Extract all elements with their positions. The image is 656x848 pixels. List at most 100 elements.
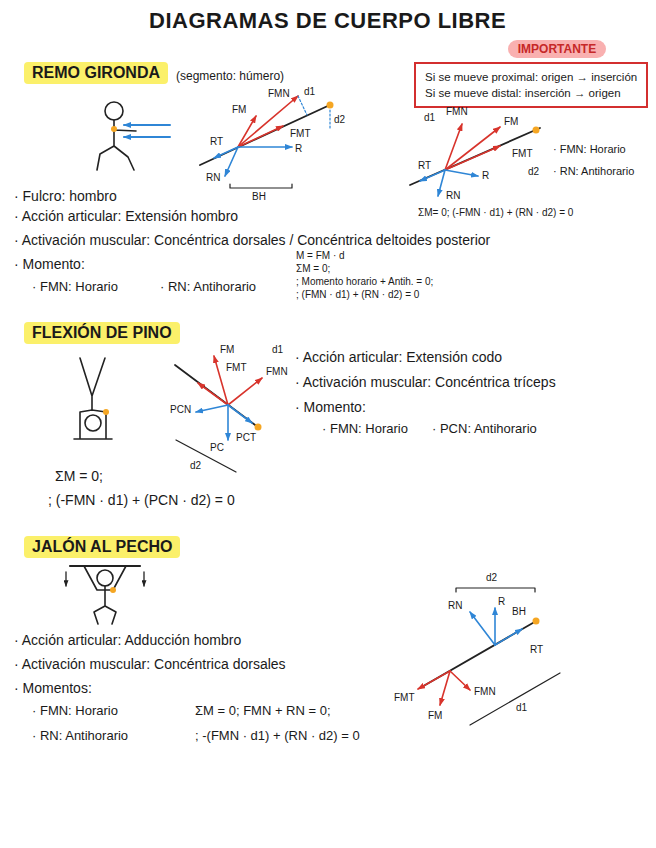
note-text: ΣM = 0; FMN + RN = 0;	[195, 704, 331, 719]
diagram-label: FM	[232, 104, 246, 116]
diagram-label: FMT	[290, 128, 311, 140]
note-text: ΣM = 0;	[55, 468, 103, 484]
diagram-label: FMT	[512, 148, 533, 160]
note-text: · Acción articular: Extensión hombro	[14, 208, 238, 224]
diagram-label: d2	[334, 114, 345, 126]
figure-body	[97, 120, 136, 170]
diagram-label: RN	[446, 190, 460, 202]
figure-head	[105, 102, 123, 120]
diagram-label: RN	[206, 172, 220, 184]
diagram-label: RT	[418, 160, 431, 172]
muscle-vectors	[445, 124, 500, 170]
muscle-vectors	[238, 96, 298, 147]
muscle-vectors	[198, 356, 262, 405]
diagram-label: ; Momento horario + Antih. = 0;	[296, 276, 433, 288]
muscle-vectors	[418, 671, 470, 705]
diagram-label: · RN: Antihorario	[553, 165, 634, 178]
note-text: · Acción articular: Adducción hombro	[14, 632, 241, 648]
force-arrow	[450, 671, 470, 690]
note-text: · FMN: Horario	[32, 704, 118, 719]
force-arrow	[238, 146, 292, 148]
heading-text: REMO GIRONDA	[32, 64, 160, 81]
diagram-label: RN	[448, 600, 462, 612]
force-arrow	[495, 629, 522, 645]
diagram-label: d2	[190, 460, 201, 472]
lever-arm	[298, 96, 307, 115]
force-arrow	[438, 170, 445, 196]
important-note-box: IMPORTANTESi se mueve proximal: origen →…	[414, 62, 648, 108]
note-text: · FMN: Horario	[322, 422, 408, 437]
diagram-label: d1	[516, 702, 527, 714]
dimension-bracket	[470, 673, 560, 725]
diagram-label: FM	[428, 710, 442, 722]
note-text: · Fulcro: hombro	[14, 188, 117, 204]
fulcrum-dot	[110, 587, 116, 593]
diagram-label: PCN	[170, 404, 191, 416]
diagram-label: · FMN: Horario	[553, 143, 626, 156]
force-arrow	[238, 96, 298, 147]
diagram-label: FMN	[268, 88, 290, 100]
figure-body	[80, 358, 105, 410]
figure-head	[85, 415, 101, 431]
note-text: · Activación muscular: Concéntrica tríce…	[295, 374, 556, 390]
note-text: · Momento:	[14, 256, 85, 272]
figure-head	[97, 570, 113, 586]
note-text: · FMN: Horario	[32, 280, 118, 295]
force-arrow	[440, 671, 450, 705]
down-arrow	[143, 572, 144, 586]
diagram-label: FMT	[226, 362, 247, 374]
fulcrum-dot	[533, 618, 540, 625]
segment-line	[175, 365, 258, 427]
diagram-label: M = FM · d	[296, 250, 345, 262]
diagram-label: FMN	[474, 686, 496, 698]
note-text: · Momento:	[295, 399, 366, 415]
note-text: ; (-FMN · d1) + (PCN · d2) = 0	[48, 492, 235, 508]
force-arrow	[445, 146, 500, 170]
pulldown-bar	[70, 565, 140, 567]
diagram-label: R	[498, 596, 505, 608]
note-text: ; -(FMN · d1) + (RN · d2) = 0	[195, 729, 360, 744]
diagram-label: d2	[486, 572, 497, 584]
force-arrow	[445, 170, 478, 176]
diagram-label: FMT	[394, 692, 415, 704]
dimension-bracket	[176, 440, 236, 472]
diagram-label: FM	[504, 116, 518, 128]
diagram-label: PCT	[236, 432, 256, 444]
diagram-label: (segmento: húmero)	[176, 70, 284, 84]
heading-text: FLEXIÓN DE PINO	[32, 324, 172, 341]
pull-arrow	[124, 136, 170, 138]
note-text: · PCN: Antihorario	[432, 422, 537, 437]
pulldown-figure	[66, 566, 144, 624]
figure-body	[84, 566, 126, 624]
exercise-heading: REMO GIRONDA	[24, 62, 168, 84]
lever-arm	[329, 110, 330, 128]
force-arrow	[227, 405, 229, 440]
dimension-bracket	[230, 184, 292, 188]
force-arrow	[196, 405, 228, 412]
handstand-figure	[74, 358, 112, 439]
diagram-label: d1	[272, 344, 283, 356]
note-line: Si se mueve distal: inserción → origen	[425, 85, 637, 101]
fulcrum-dot	[255, 424, 262, 431]
diagram-label: R	[295, 143, 302, 155]
force-arrow	[198, 383, 228, 405]
note-text: · RN: Antihorario	[160, 280, 256, 295]
diagram-label: d1	[304, 86, 315, 98]
diagram-label: FM	[220, 344, 234, 356]
note-text: · RN: Antihorario	[32, 729, 128, 744]
figure-arms	[74, 410, 112, 439]
force-arrow	[228, 378, 262, 405]
force-arrow	[494, 608, 496, 645]
diagram-label: FMN	[266, 366, 288, 378]
note-text: · Activación muscular: Concéntrica dorsa…	[14, 232, 490, 248]
diagram-label: ; (FMN · d1) + (RN · d2) = 0	[296, 289, 419, 301]
force-arrow	[470, 612, 495, 645]
force-arrow	[214, 356, 228, 405]
force-arrow	[228, 405, 252, 423]
diagram-label: d2	[528, 166, 539, 178]
note-text: · Momentos:	[14, 680, 92, 696]
diagram-label: ΣM = 0;	[296, 263, 330, 275]
note-heading: IMPORTANTE	[508, 40, 606, 58]
exercise-heading: JALÓN AL PECHO	[24, 536, 180, 558]
diagram-label: BH	[252, 191, 266, 203]
